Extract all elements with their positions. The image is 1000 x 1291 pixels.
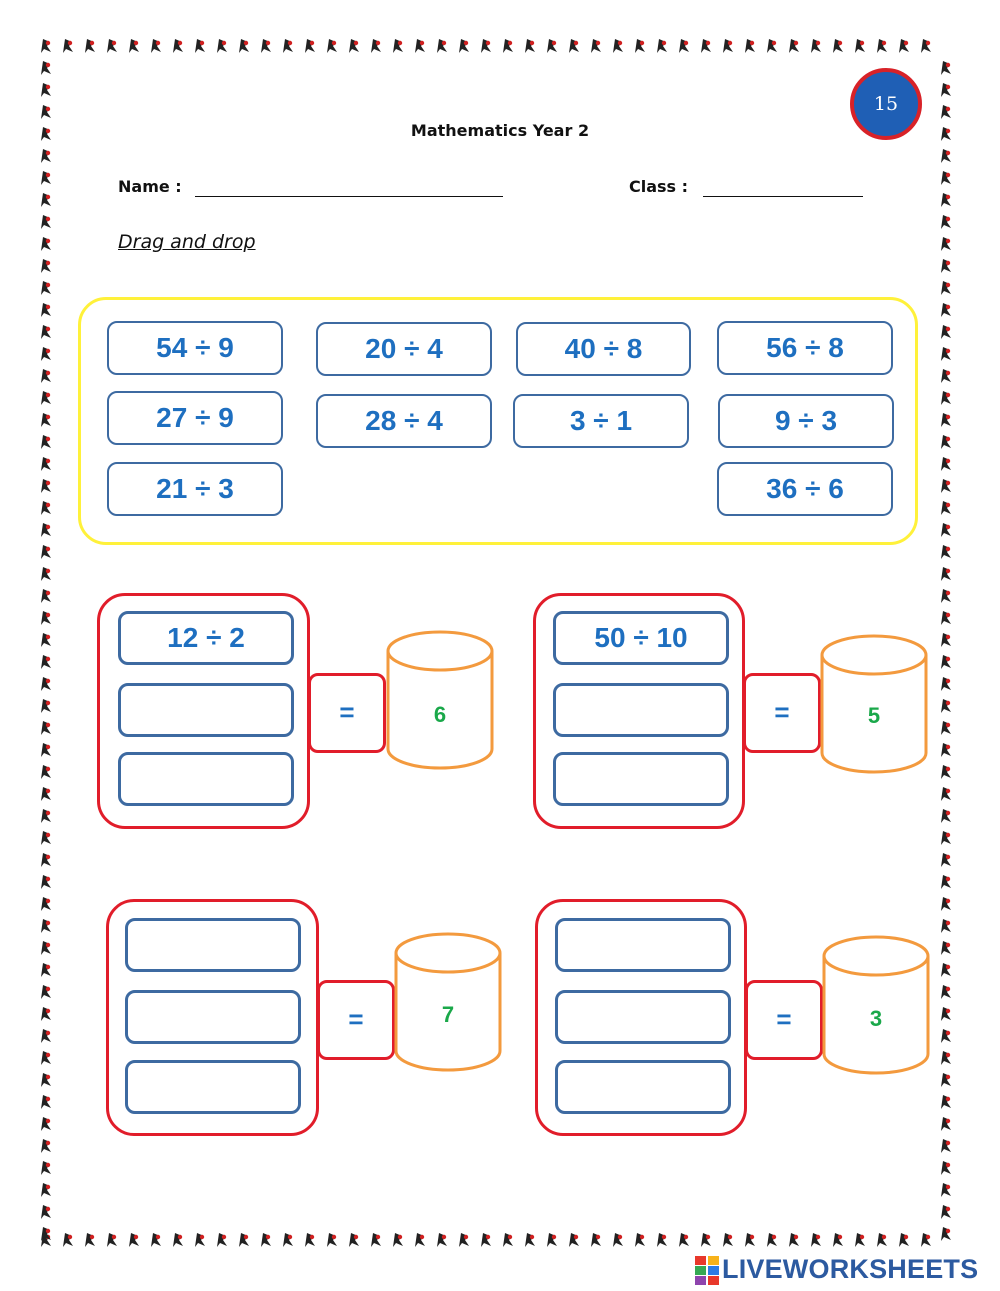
word-bank-card[interactable]: 9 ÷ 3 — [718, 394, 894, 448]
equals-box: = — [743, 673, 821, 753]
answer-cylinder-icon — [820, 634, 928, 774]
drop-slot[interactable] — [125, 918, 301, 972]
word-bank-card[interactable]: 56 ÷ 8 — [717, 321, 893, 375]
drop-slot[interactable] — [555, 1060, 731, 1114]
drop-slot[interactable] — [555, 918, 731, 972]
drop-slot[interactable] — [553, 752, 729, 806]
word-bank-card[interactable]: 54 ÷ 9 — [107, 321, 283, 375]
drop-slot[interactable] — [555, 990, 731, 1044]
drop-slot[interactable]: 50 ÷ 10 — [553, 611, 729, 665]
word-bank-card[interactable]: 21 ÷ 3 — [107, 462, 283, 516]
drop-slot[interactable] — [118, 752, 294, 806]
name-field[interactable] — [195, 196, 503, 197]
equals-box: = — [745, 980, 823, 1060]
drop-slot[interactable] — [125, 990, 301, 1044]
answer-cylinder-icon — [394, 932, 502, 1072]
drop-slot[interactable] — [125, 1060, 301, 1114]
drop-slot[interactable] — [553, 683, 729, 737]
page-number-badge: 15 — [850, 68, 922, 140]
word-bank-card[interactable]: 20 ÷ 4 — [316, 322, 492, 376]
equals-box: = — [317, 980, 395, 1060]
name-label: Name : — [118, 177, 182, 196]
answer-value: 3 — [869, 1006, 883, 1031]
equals-box: = — [308, 673, 386, 753]
class-field[interactable] — [703, 196, 863, 197]
worksheet-title: Mathematics Year 2 — [410, 121, 590, 140]
answer-value: 6 — [433, 702, 447, 727]
liveworksheets-brand: LIVEWORKSHEETS — [722, 1254, 979, 1284]
liveworksheets-logo-icon — [695, 1256, 719, 1285]
word-bank-card[interactable]: 28 ÷ 4 — [316, 394, 492, 448]
answer-cylinder-icon — [822, 935, 930, 1075]
word-bank-card[interactable]: 36 ÷ 6 — [717, 462, 893, 516]
answer-cylinder-icon — [386, 630, 494, 770]
drop-slot[interactable]: 12 ÷ 2 — [118, 611, 294, 665]
drop-slot[interactable] — [118, 683, 294, 737]
word-bank-card[interactable]: 40 ÷ 8 — [516, 322, 691, 376]
answer-value: 7 — [441, 1002, 455, 1027]
word-bank-card[interactable]: 3 ÷ 1 — [513, 394, 689, 448]
class-label: Class : — [629, 177, 689, 196]
instruction-text: Drag and drop — [118, 231, 256, 253]
word-bank-card[interactable]: 27 ÷ 9 — [107, 391, 283, 445]
answer-value: 5 — [867, 703, 881, 728]
word-bank — [78, 297, 918, 545]
